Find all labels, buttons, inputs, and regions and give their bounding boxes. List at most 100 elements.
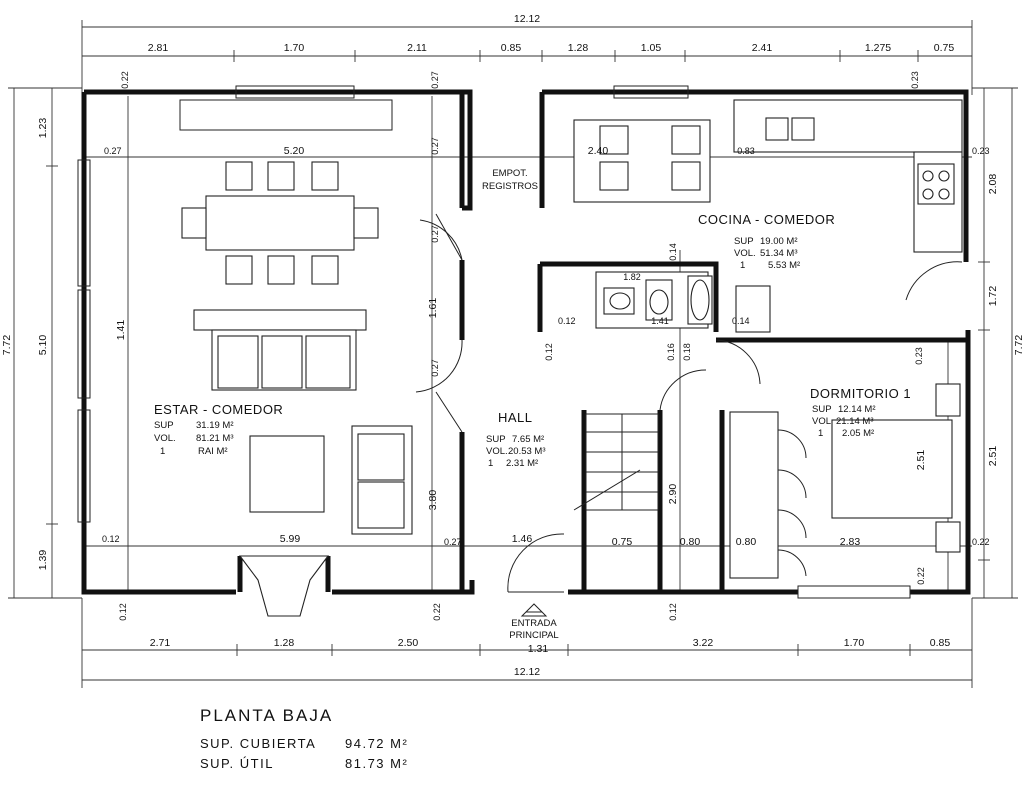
- dim-inner: 2.83: [840, 536, 861, 548]
- room-vol-value: 81.21 M³: [196, 433, 234, 444]
- dim-bottom-seg: 2.50: [398, 637, 419, 649]
- dim-inner: 5.20: [284, 145, 305, 157]
- summary-row-util: SUP. ÚTIL 81.73 M²: [200, 754, 408, 774]
- dim-top-seg: 1.28: [568, 42, 589, 54]
- dim-inner: 5.99: [280, 533, 301, 545]
- dim-bottom-seg: 0.85: [930, 637, 951, 649]
- room-name-dormitorio: DORMITORIO 1: [810, 386, 911, 401]
- dim-left-seg: 1.23: [37, 118, 49, 139]
- dim-inner: 0.27: [104, 146, 122, 156]
- room-name-hall: HALL: [498, 410, 533, 425]
- room-name-estar: ESTAR - COMEDOR: [154, 402, 283, 417]
- dim-inner: 0.23: [910, 71, 920, 89]
- dim-bottom-seg: 1.31: [528, 643, 549, 655]
- dim-inner: 0.12: [118, 603, 128, 621]
- dim-inner: 0.12: [668, 603, 678, 621]
- dim-left-seg: 1.39: [37, 550, 49, 571]
- dim-top-seg: 0.75: [934, 42, 955, 54]
- area-summary: PLANTA BAJA SUP. CUBIERTA 94.72 M² SUP. …: [200, 706, 408, 774]
- room-i-value: RAI M²: [198, 446, 228, 457]
- dim-top-total: 12.12: [514, 13, 540, 25]
- plan-title: PLANTA BAJA: [200, 706, 334, 725]
- util-label: SUP. ÚTIL: [200, 756, 274, 771]
- room-vol-value: 20.53 M³: [508, 446, 546, 457]
- dim-bottom-seg: 1.70: [844, 637, 865, 649]
- dim-inner: 0.83: [737, 146, 755, 156]
- dim-inner: 0.22: [972, 537, 990, 547]
- room-sup-label: SUP: [486, 434, 506, 445]
- room-vol-label: VOL.: [154, 433, 176, 444]
- dim-inner: 0.27: [430, 137, 440, 155]
- dim-inner: 1.41: [651, 316, 669, 326]
- dim-inner: 3.80: [427, 490, 439, 511]
- dim-right-seg: 2.08: [987, 174, 999, 195]
- dim-top-seg: 0.85: [501, 42, 522, 54]
- dim-inner: 0.22: [432, 603, 442, 621]
- dim-top-seg: 2.81: [148, 42, 169, 54]
- dim-bottom-seg: 1.28: [274, 637, 295, 649]
- dim-top-seg: 1.05: [641, 42, 662, 54]
- room-i-label: 1: [488, 458, 493, 469]
- room-vol-label: VOL: [812, 416, 831, 427]
- dim-inner: 1.46: [512, 533, 533, 545]
- room-i-value: 5.53 M²: [768, 260, 800, 271]
- room-vol-value: 51.34 M³: [760, 248, 798, 259]
- dim-inner: 0.22: [120, 71, 130, 89]
- furniture: [181, 99, 963, 617]
- dim-right-seg: 2.51: [987, 446, 999, 467]
- room-sup-label: SUP: [812, 404, 832, 415]
- dim-inner: 0.22: [916, 567, 926, 585]
- room-name-cocina: COCINA - COMEDOR: [698, 212, 835, 227]
- dim-inner: 0.80: [736, 536, 757, 548]
- dim-inner: 0.16: [666, 343, 676, 361]
- dim-inner: 2.40: [588, 145, 609, 157]
- room-vol-label: VOL.: [486, 446, 508, 457]
- dimension-texts: 12.12 2.81 1.70 2.11 0.85 1.28 1.05 2.41…: [1, 13, 1024, 678]
- room-vol-label: VOL.: [734, 248, 756, 259]
- dim-inner: 1.61: [427, 298, 439, 319]
- dim-inner: 0.14: [732, 316, 750, 326]
- windows: [77, 85, 911, 599]
- dim-inner: 0.18: [682, 343, 692, 361]
- room-sup-label: SUP: [734, 236, 754, 247]
- room-vol-value: 21.14 M³: [836, 416, 874, 427]
- dim-inner: 0.75: [612, 536, 633, 548]
- dim-inner: 0.12: [544, 343, 554, 361]
- dim-inner: 0.23: [972, 146, 990, 156]
- dim-left-seg: 5.10: [37, 335, 49, 356]
- principal-label: PRINCIPAL: [509, 630, 558, 641]
- room-sup-value: 7.65 M²: [512, 434, 544, 445]
- dim-inner: 0.23: [914, 347, 924, 365]
- dim-inner: 0.12: [558, 316, 576, 326]
- dim-right-total: 7.72: [1013, 335, 1024, 356]
- room-sup-value: 12.14 M²: [838, 404, 876, 415]
- room-sup-value: 19.00 M²: [760, 236, 798, 247]
- cubierta-label: SUP. CUBIERTA: [200, 736, 317, 751]
- room-i-value: 2.31 M²: [506, 458, 538, 469]
- summary-row-cubierta: SUP. CUBIERTA 94.72 M²: [200, 734, 408, 754]
- doors: [415, 213, 963, 617]
- dim-right-seg: 1.72: [987, 286, 999, 307]
- registros-label: REGISTROS: [482, 181, 538, 192]
- dim-top-seg: 1.70: [284, 42, 305, 54]
- dim-inner: 0.27: [430, 359, 440, 377]
- dim-top-seg: 2.41: [752, 42, 773, 54]
- dim-bottom-total: 12.12: [514, 666, 540, 678]
- room-sup-label: SUP: [154, 420, 174, 431]
- dim-bottom-seg: 3.22: [693, 637, 714, 649]
- dim-inner: 0.27: [444, 537, 462, 547]
- dim-top-seg: 2.11: [407, 42, 427, 54]
- plan-labels: EMPOT. REGISTROS ENTRADA PRINCIPAL ESTAR…: [154, 168, 911, 641]
- dim-inner: 0.27: [430, 225, 440, 243]
- room-i-value: 2.05 M²: [842, 428, 874, 439]
- dim-top-seg: 1.275: [865, 42, 891, 54]
- dim-inner: 0.80: [680, 536, 701, 548]
- dim-inner: 0.14: [668, 243, 678, 261]
- entrada-label: ENTRADA: [511, 618, 557, 629]
- dim-bottom-seg: 2.71: [150, 637, 171, 649]
- room-sup-value: 31.19 M²: [196, 420, 234, 431]
- room-i-label: 1: [818, 428, 823, 439]
- dim-inner: 1.41: [115, 320, 127, 341]
- dim-inner: 0.12: [102, 534, 120, 544]
